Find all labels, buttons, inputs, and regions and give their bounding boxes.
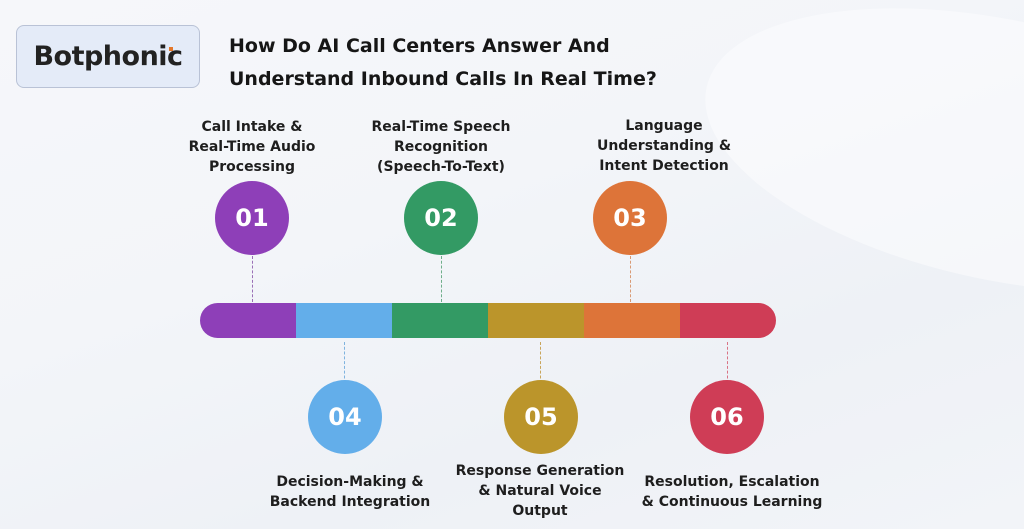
step-04-label-line: Decision-Making & xyxy=(276,474,424,490)
step-01-label: Call Intake & Real-Time Audio Processing xyxy=(152,117,352,177)
step-02-connector xyxy=(441,256,442,302)
page-title-line-1: How Do AI Call Centers Answer And xyxy=(229,35,610,57)
step-03-badge: 03 xyxy=(593,181,667,255)
step-06-number: 06 xyxy=(710,403,744,431)
bar-segment-05 xyxy=(584,303,680,338)
step-05-connector xyxy=(540,342,541,388)
step-06-label-line: & Continuous Learning xyxy=(641,494,823,510)
page-title-line-2: Understand Inbound Calls In Real Time? xyxy=(229,68,657,90)
brand-accent-dot xyxy=(168,47,173,51)
step-01-badge: 01 xyxy=(215,181,289,255)
step-04-number: 04 xyxy=(328,403,362,431)
step-03-label: Language Understanding & Intent Detectio… xyxy=(564,116,764,176)
bar-segment-02 xyxy=(296,303,392,338)
bar-segment-06 xyxy=(680,303,776,338)
step-03-label-line: Understanding & xyxy=(596,138,732,154)
step-05-label: Response Generation & Natural Voice Outp… xyxy=(440,461,640,521)
bar-segment-03 xyxy=(392,303,488,338)
step-02-number: 02 xyxy=(424,204,458,232)
step-03-label-line: Intent Detection xyxy=(599,158,729,174)
step-01-label-line: Real-Time Audio xyxy=(188,139,316,155)
brand-logo-text: Botphonic xyxy=(33,41,183,72)
step-03-number: 03 xyxy=(613,204,647,232)
step-06-label-line: Resolution, Escalation xyxy=(644,474,820,490)
step-05-badge: 05 xyxy=(504,380,578,454)
step-04-connector xyxy=(344,342,345,388)
step-02-label-line: (Speech-To-Text) xyxy=(377,159,505,175)
step-02-label-line: Recognition xyxy=(393,139,489,155)
step-06-connector xyxy=(727,342,728,388)
step-05-label-line: Output xyxy=(512,503,568,519)
page-title: How Do AI Call Centers Answer And Unders… xyxy=(229,30,657,96)
bar-segment-01 xyxy=(200,303,296,338)
step-06-badge: 06 xyxy=(690,380,764,454)
brand-logo: Botphonic xyxy=(16,25,200,88)
step-04-badge: 04 xyxy=(308,380,382,454)
step-06-label: Resolution, Escalation & Continuous Lear… xyxy=(632,472,832,512)
step-03-label-line: Language xyxy=(625,118,703,134)
step-02-label-line: Real-Time Speech xyxy=(371,119,511,135)
step-01-number: 01 xyxy=(235,204,269,232)
process-timeline-bar xyxy=(200,303,776,338)
bar-segment-04 xyxy=(488,303,584,338)
step-02-label: Real-Time Speech Recognition (Speech-To-… xyxy=(341,117,541,177)
step-05-number: 05 xyxy=(524,403,558,431)
step-04-label-line: Backend Integration xyxy=(269,494,431,510)
step-05-label-line: Response Generation xyxy=(455,463,625,479)
step-01-label-line: Call Intake & xyxy=(201,119,303,135)
step-03-connector xyxy=(630,256,631,302)
step-01-label-line: Processing xyxy=(208,159,296,175)
step-05-label-line: & Natural Voice xyxy=(478,483,602,499)
step-02-badge: 02 xyxy=(404,181,478,255)
step-04-label: Decision-Making & Backend Integration xyxy=(250,472,450,512)
step-01-connector xyxy=(252,256,253,302)
